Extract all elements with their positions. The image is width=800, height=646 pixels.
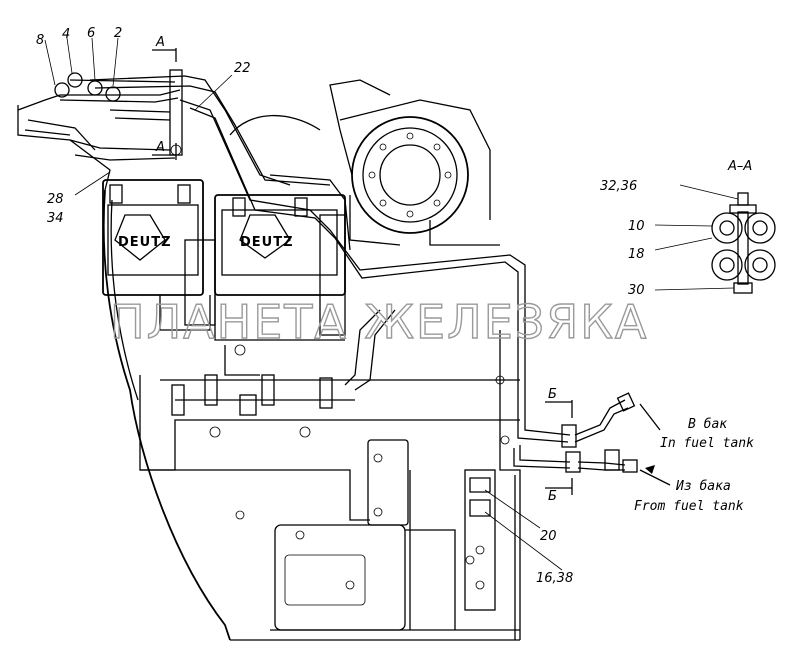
callout-20: 20: [540, 529, 557, 544]
section-b-top: Б: [548, 387, 557, 402]
callout-16-38: 16,38: [536, 571, 573, 586]
callout-6: 6: [87, 26, 95, 41]
flow-to-tank-en: In fuel tank: [660, 436, 754, 451]
flow-to-tank-ru: В бак: [688, 417, 727, 432]
clamp-lower: [711, 249, 776, 281]
section-aa-detail: [711, 192, 776, 294]
fuel-lines: [54, 69, 638, 611]
watermark-text: ПЛАНЕТА ЖЕЛЕЗЯКА: [110, 295, 648, 349]
section-a-mid: А: [155, 140, 165, 155]
callout-34: 34: [47, 211, 64, 226]
callout-22: 22: [234, 61, 251, 76]
callout-18: 18: [628, 247, 645, 262]
brand-label-left: DEUTZ: [118, 235, 172, 250]
turbo-flange: [229, 79, 500, 246]
flow-from-tank-en: From fuel tank: [634, 499, 744, 514]
bolt-row: [171, 374, 333, 416]
callout-2: 2: [114, 26, 122, 41]
section-aa-title: А–А: [727, 159, 752, 174]
brand-label-right: DEUTZ: [240, 235, 294, 250]
injection-pump-right: DEUTZ: [214, 194, 346, 376]
section-a-top: А: [155, 35, 165, 50]
injection-pump-left: DEUTZ: [102, 179, 216, 331]
leader-lines: [44, 37, 739, 571]
callout-4: 4: [62, 27, 70, 42]
callout-30: 30: [628, 283, 645, 298]
callout-10: 10: [628, 219, 645, 234]
section-b-bottom: Б: [548, 489, 557, 504]
callout-8: 8: [36, 33, 44, 48]
callout-32-36: 32,36: [600, 179, 637, 194]
callout-28: 28: [47, 192, 64, 207]
clamp-upper: [711, 212, 776, 244]
flow-from-tank-ru: Из бака: [675, 479, 731, 494]
engine-body: [17, 94, 521, 641]
callout-labels: 8 4 6 2 22 28 34 32,36 10 18 30 20 16,38…: [36, 26, 754, 586]
